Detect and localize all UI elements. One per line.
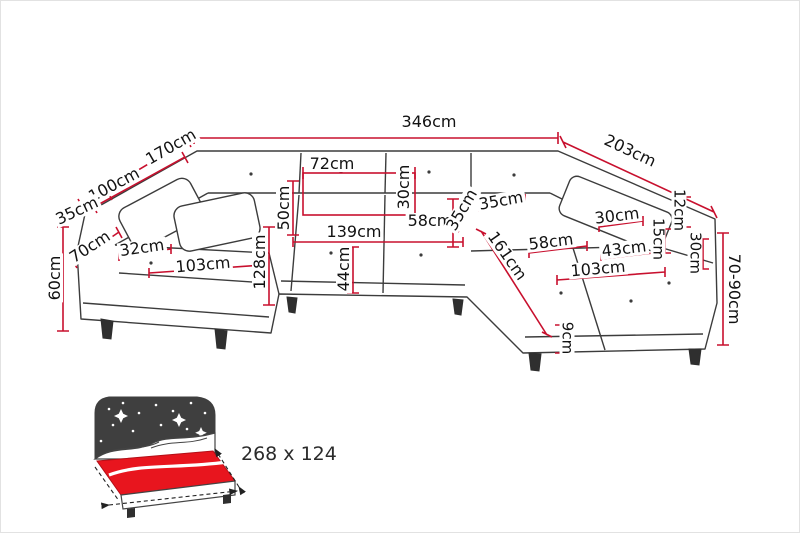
dim-center-back-width: 72cm (307, 154, 357, 173)
dim-right-edge-c: 30cm (686, 230, 705, 276)
dim-center-front-depth: 44cm (334, 244, 353, 294)
dim-backrest-depth: 50cm (274, 183, 293, 233)
dim-right-edge-b: 15cm (649, 216, 668, 262)
dim-leg-height: 9cm (558, 319, 577, 357)
dim-center-back-depth: 30cm (394, 162, 413, 212)
dim-left-side-height: 60cm (45, 253, 64, 303)
dim-top-width: 346cm (399, 112, 459, 131)
dim-left-chaise-depth: 128cm (250, 232, 269, 292)
stars-decoration (99, 401, 207, 443)
dim-right-edge-a: 12cm (670, 187, 689, 233)
dim-center-seat-depth: 58cm (405, 211, 455, 230)
sleeping-area-size-label: 268 x 124 (241, 443, 337, 465)
dim-right-side-height: 70-90cm (725, 251, 744, 327)
sleeping-function-icon (93, 396, 246, 518)
dim-center-seat-width: 139cm (324, 222, 384, 241)
